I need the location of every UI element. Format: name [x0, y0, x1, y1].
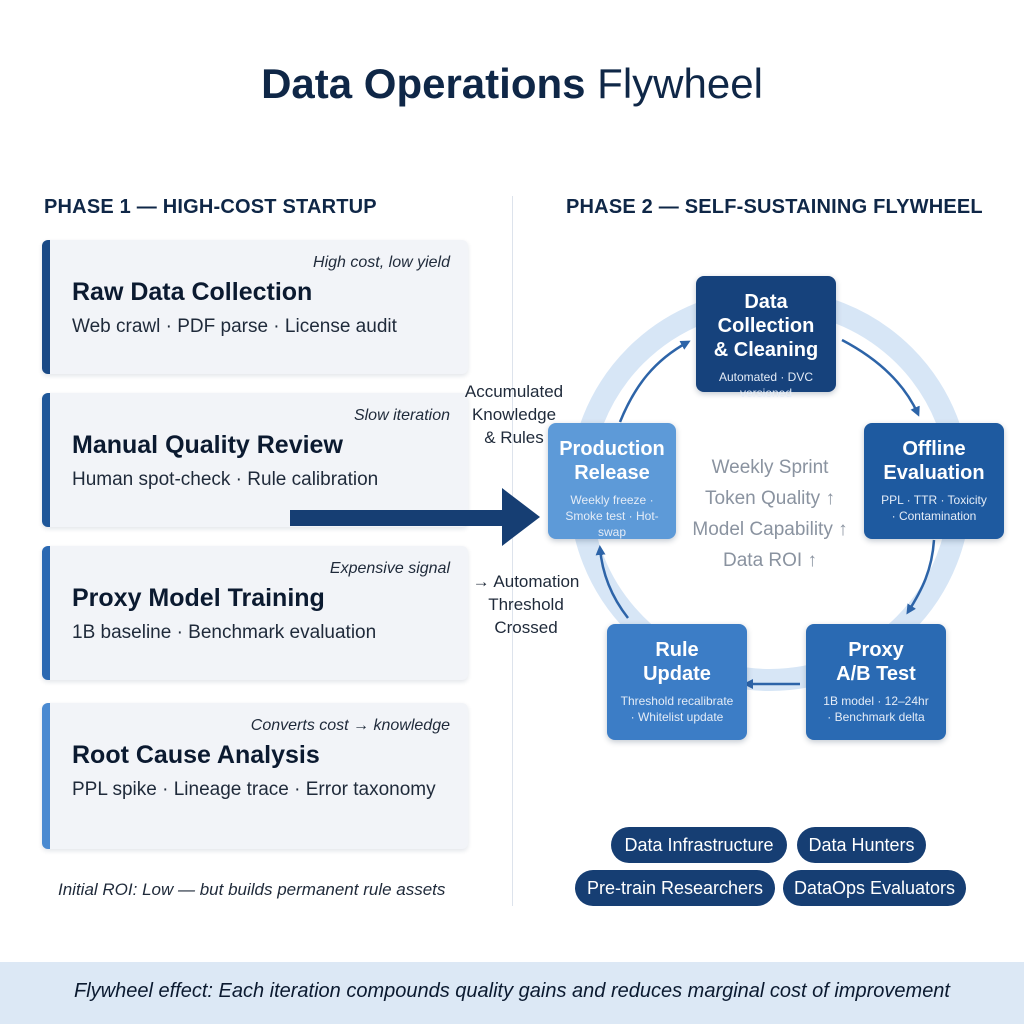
- card-tag: High cost, low yield: [313, 254, 450, 271]
- node-sub-line: Automated · DVC: [718, 370, 814, 384]
- card-title: Root Cause Analysis: [72, 741, 320, 769]
- phase2-heading: PHASE 2 — SELF-SUSTAINING FLYWHEEL: [566, 196, 983, 218]
- label-line: & Rules: [484, 428, 544, 447]
- node-subtitle: Automated · DVC versioned: [696, 369, 836, 401]
- team-pill-pretrain-researchers: Pre-train Researchers: [575, 870, 775, 906]
- node-title: Proxy A/B Test: [806, 624, 946, 686]
- node-title-line: Data Collection: [717, 291, 815, 337]
- node-title-line: Production: [559, 438, 665, 460]
- node-title-line: Update: [643, 663, 711, 685]
- center-line: Data ROI ↑: [723, 550, 817, 571]
- node-title: Data Collection & Cleaning: [696, 276, 836, 362]
- phase1-card-manual-quality-review: Slow iteration Manual Quality Review Hum…: [42, 393, 468, 527]
- node-title: Production Release: [548, 423, 676, 485]
- center-line: Token Quality ↑: [705, 488, 835, 509]
- node-title-line: Evaluation: [883, 462, 985, 484]
- node-sub-line: Threshold recalibrate: [620, 694, 734, 708]
- node-proxy-ab-test: Proxy A/B Test 1B model · 12–24hr · Benc…: [806, 624, 946, 740]
- page-title: Data Operations Flywheel: [0, 60, 1024, 108]
- node-subtitle: 1B model · 12–24hr · Benchmark delta: [806, 693, 946, 725]
- node-title-line: Proxy: [848, 639, 904, 661]
- node-title-line: Offline: [902, 438, 966, 460]
- footer-text: Flywheel effect: Each iteration compound…: [73, 980, 950, 1002]
- team-pill-data-hunters: Data Hunters: [797, 827, 926, 863]
- node-subtitle: PPL · TTR · Toxicity · Contamination: [864, 492, 1004, 524]
- card-tag: Converts cost → knowledge: [250, 717, 450, 734]
- label-line: Threshold: [488, 595, 564, 614]
- node-sub-line: 1B model · 12–24hr: [823, 694, 929, 708]
- transition-label-knowledge: Accumulated Knowledge & Rules: [458, 380, 570, 449]
- phase1-card-proxy-model-training: Expensive signal Proxy Model Training 1B…: [42, 546, 468, 680]
- title-bold: Data Operations: [261, 60, 586, 107]
- phase1-card-root-cause-analysis: Converts cost → knowledge Root Cause Ana…: [42, 703, 468, 849]
- card-tag: Expensive signal: [329, 560, 450, 577]
- phase1-roi-note: Initial ROI: Low — but builds permanent …: [58, 880, 446, 899]
- phase-transition-arrow: [290, 488, 540, 546]
- team-pill-dataops-evaluators: DataOps Evaluators: [783, 870, 966, 906]
- node-title-line: Release: [574, 462, 650, 484]
- node-sub-line: · Contamination: [891, 509, 977, 523]
- transition-label-threshold: → Automation Threshold Crossed: [466, 570, 586, 639]
- card-description: Human spot-check · Rule calibration: [72, 469, 379, 490]
- card-description: PPL spike · Lineage trace · Error taxono…: [72, 779, 436, 800]
- node-subtitle: Weekly freeze · Smoke test · Hot-swap: [548, 492, 676, 540]
- label-line: → Automation: [472, 572, 580, 591]
- phase-divider: [512, 196, 513, 906]
- label-line: Knowledge: [471, 405, 557, 424]
- node-sub-line: Weekly freeze ·: [570, 493, 654, 507]
- card-description: 1B baseline · Benchmark evaluation: [72, 622, 377, 643]
- card-tag: Slow iteration: [353, 407, 450, 424]
- label-line: Accumulated: [464, 382, 564, 401]
- node-sub-line: · Whitelist update: [630, 710, 724, 724]
- node-sub-line: Smoke test · Hot-swap: [565, 509, 659, 539]
- arrow-release-to-collection: [618, 340, 691, 423]
- phase1-card-raw-data-collection: High cost, low yield Raw Data Collection…: [42, 240, 468, 374]
- arrow-rule-to-release: [595, 545, 629, 619]
- node-offline-evaluation: Offline Evaluation PPL · TTR · Toxicity …: [864, 423, 1004, 539]
- node-data-collection: Data Collection & Cleaning Automated · D…: [696, 276, 836, 400]
- node-sub-line: PPL · TTR · Toxicity: [881, 493, 987, 507]
- card-title: Manual Quality Review: [72, 431, 343, 459]
- card-title: Proxy Model Training: [72, 584, 325, 612]
- center-line: Model Capability ↑: [692, 519, 848, 540]
- node-rule-update: Rule Update Threshold recalibrate · Whit…: [607, 624, 747, 740]
- team-pill-data-infrastructure: Data Infrastructure: [611, 827, 787, 863]
- node-title-line: A/B Test: [836, 663, 916, 685]
- node-title: Offline Evaluation: [864, 423, 1004, 485]
- arrow-evaluation-to-abtest: [906, 539, 936, 615]
- arrow-collection-to-evaluation: [841, 338, 920, 417]
- node-production-release: Production Release Weekly freeze · Smoke…: [548, 423, 676, 539]
- phase1-heading: PHASE 1 — HIGH-COST STARTUP: [44, 196, 377, 218]
- node-title-line: & Cleaning: [713, 339, 819, 361]
- node-title-line: Rule: [655, 639, 699, 661]
- card-title: Raw Data Collection: [72, 278, 313, 306]
- node-sub-line: versioned: [739, 386, 793, 400]
- center-line: Weekly Sprint: [711, 457, 829, 478]
- title-light: Flywheel: [597, 60, 763, 107]
- label-line: Crossed: [494, 618, 558, 637]
- node-sub-line: · Benchmark delta: [827, 710, 925, 724]
- node-title: Rule Update: [607, 624, 747, 686]
- flywheel-center-text: Weekly Sprint Token Quality ↑ Model Capa…: [680, 452, 860, 576]
- card-description: Web crawl · PDF parse · License audit: [72, 316, 397, 337]
- footer-banner: Flywheel effect: Each iteration compound…: [0, 962, 1024, 1024]
- node-subtitle: Threshold recalibrate · Whitelist update: [607, 693, 747, 725]
